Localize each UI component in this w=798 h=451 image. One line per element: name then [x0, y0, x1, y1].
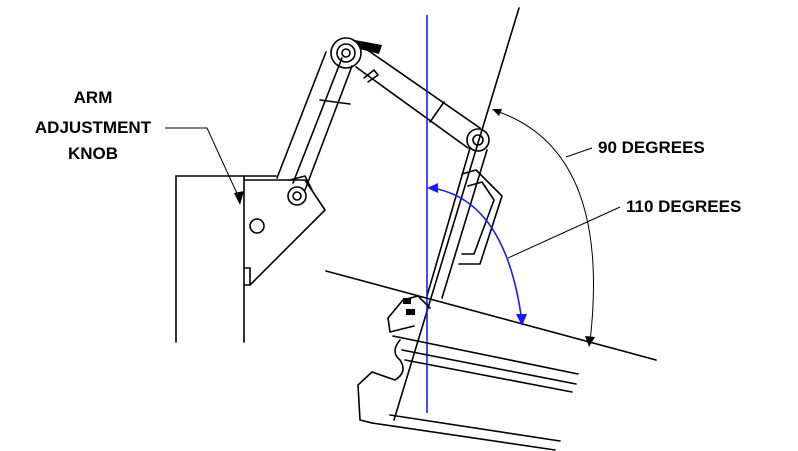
arm-adjustment-knob [249, 218, 265, 234]
base-reference-line [325, 270, 657, 361]
mount-bracket [175, 175, 326, 343]
arm-adjustment-knob-label: ARM ADJUSTMENT KNOB [35, 88, 152, 163]
angle-110-arc [427, 183, 527, 326]
angle-90-leader [565, 147, 593, 158]
angle-90-arc [492, 109, 595, 347]
upper-pivot [330, 37, 382, 69]
base-unit [357, 295, 579, 451]
angle-110-leader [507, 206, 621, 259]
display-member [426, 147, 503, 299]
lower-arm [276, 51, 353, 191]
knob-leader [165, 127, 244, 205]
angle-110-label: 110 DEGREES [626, 197, 741, 216]
arm-reference-line [393, 7, 520, 421]
angle-90-label: 90 DEGREES [598, 138, 705, 157]
lower-pivot [287, 175, 313, 206]
knob-label-line-2: ADJUSTMENT [35, 118, 152, 137]
upper-arm [352, 39, 481, 149]
knob-label-line-3: KNOB [68, 144, 118, 163]
knob-label-line-1: ARM [74, 88, 113, 107]
